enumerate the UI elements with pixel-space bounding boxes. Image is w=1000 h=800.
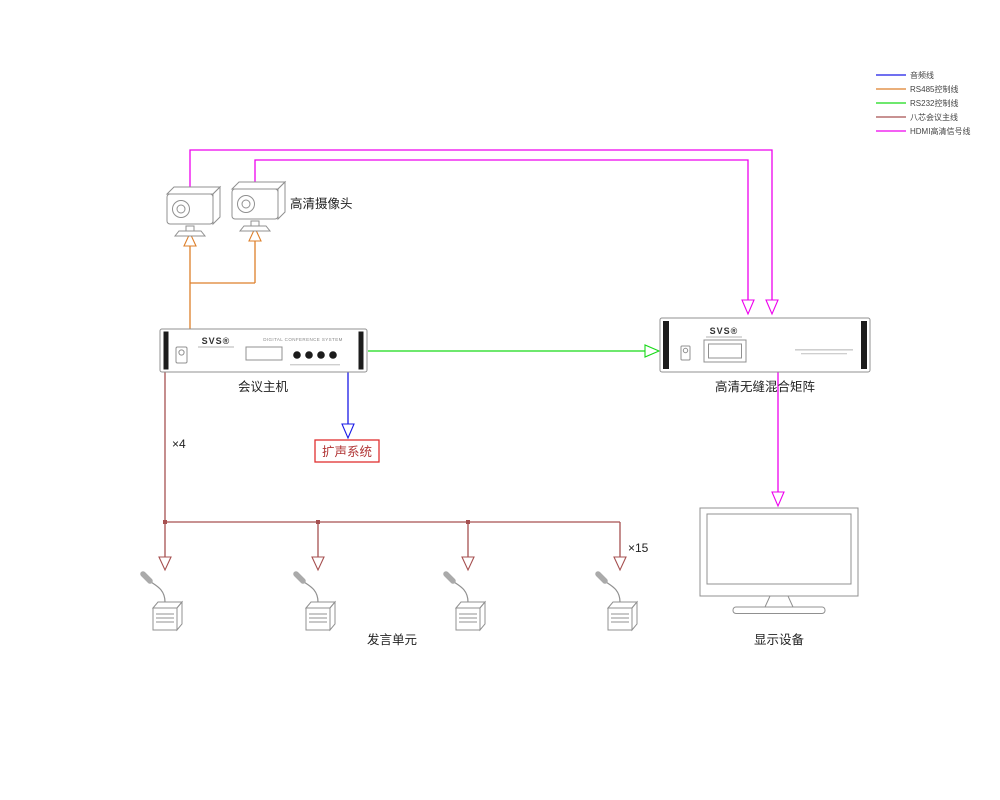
wire-conference-bus bbox=[164, 372, 621, 557]
arrowhead-rs485-camera1 bbox=[183, 231, 197, 247]
legend-label-hdmi: HDMI高清信号线 bbox=[910, 126, 970, 136]
arrowhead-hdmi-display bbox=[771, 491, 785, 508]
wire-hdmi-camera1 bbox=[189, 149, 773, 300]
bus-junction-dot bbox=[316, 520, 320, 524]
matrix-fine-print bbox=[801, 353, 847, 355]
microphone-icon-3 bbox=[446, 574, 485, 630]
mic-label: 发言单元 bbox=[367, 632, 417, 647]
arrowhead-hdmi-camera1 bbox=[765, 299, 779, 316]
host-knob bbox=[317, 351, 325, 359]
matrix-device: SVS® bbox=[659, 317, 871, 373]
arrowhead-rs232-matrix bbox=[644, 344, 661, 358]
legend-label-rs485: RS485控制线 bbox=[910, 84, 958, 94]
host-link-count: ×4 bbox=[172, 437, 186, 451]
bus-junction-dot bbox=[466, 520, 470, 524]
matrix-power-symbol bbox=[682, 347, 689, 354]
display-stand-neck bbox=[764, 595, 794, 608]
arrowhead-audio-pa bbox=[341, 423, 355, 440]
matrix-right-rack-ear bbox=[861, 321, 867, 369]
legend-label-bus: 八芯会议主线 bbox=[910, 112, 958, 122]
microphone-icon-1 bbox=[143, 574, 182, 630]
microphone-icon-4 bbox=[598, 574, 637, 630]
camera-icon-2 bbox=[231, 181, 286, 232]
host-fine-print bbox=[290, 364, 340, 366]
arrowhead-bus-mic4 bbox=[613, 556, 627, 572]
display-screen bbox=[706, 513, 852, 585]
matrix-label: 高清无缝混合矩阵 bbox=[715, 379, 816, 394]
matrix-left-rack-ear bbox=[663, 321, 669, 369]
host-power-symbol bbox=[178, 349, 185, 356]
host-label: 会议主机 bbox=[238, 380, 289, 394]
legend-label-audio: 音频线 bbox=[910, 70, 934, 80]
arrowhead-bus-mic3 bbox=[461, 556, 475, 572]
matrix-chassis bbox=[659, 317, 871, 373]
host-knob bbox=[329, 351, 337, 359]
pa-system: 扩声系统 bbox=[314, 439, 380, 463]
microphone-icon-2 bbox=[296, 574, 335, 630]
wire-hdmi-camera2 bbox=[254, 159, 749, 300]
host-left-rack-ear bbox=[163, 331, 169, 370]
conference-host-device: SVS® DIGITAL CONFERENCE SYSTEM bbox=[159, 328, 368, 373]
pa-system-label: 扩声系统 bbox=[322, 445, 372, 459]
camera-label: 高清摄像头 bbox=[290, 196, 353, 211]
host-right-rack-ear bbox=[358, 331, 364, 370]
bus-junction-dot bbox=[163, 520, 167, 524]
camera-icon-1 bbox=[166, 186, 221, 237]
display-stand-base bbox=[732, 606, 826, 614]
host-knob bbox=[293, 351, 301, 359]
arrowhead-hdmi-camera2 bbox=[741, 299, 755, 316]
matrix-display-screen bbox=[708, 343, 742, 359]
pa-system-box bbox=[314, 439, 380, 463]
matrix-brand-logo: SVS® bbox=[710, 326, 739, 336]
arrowhead-bus-mic2 bbox=[311, 556, 325, 572]
wire-rs485-host-to-cameras bbox=[189, 241, 256, 329]
host-brand-logo: SVS® bbox=[202, 336, 231, 346]
arrowhead-bus-mic1 bbox=[158, 556, 172, 572]
mic-chain-count: ×15 bbox=[628, 541, 649, 555]
host-knob bbox=[305, 351, 313, 359]
legend-label-rs232: RS232控制线 bbox=[910, 98, 958, 108]
host-panel-title: DIGITAL CONFERENCE SYSTEM bbox=[263, 337, 343, 342]
display-label: 显示设备 bbox=[754, 632, 805, 647]
matrix-fine-print bbox=[795, 349, 853, 351]
legend: 音频线 RS485控制线 RS232控制线 八芯会议主线 HDMI高清信号线 bbox=[876, 70, 970, 136]
arrowhead-rs485-camera2 bbox=[248, 226, 262, 242]
host-display-window bbox=[245, 346, 283, 361]
display-device bbox=[699, 507, 859, 614]
